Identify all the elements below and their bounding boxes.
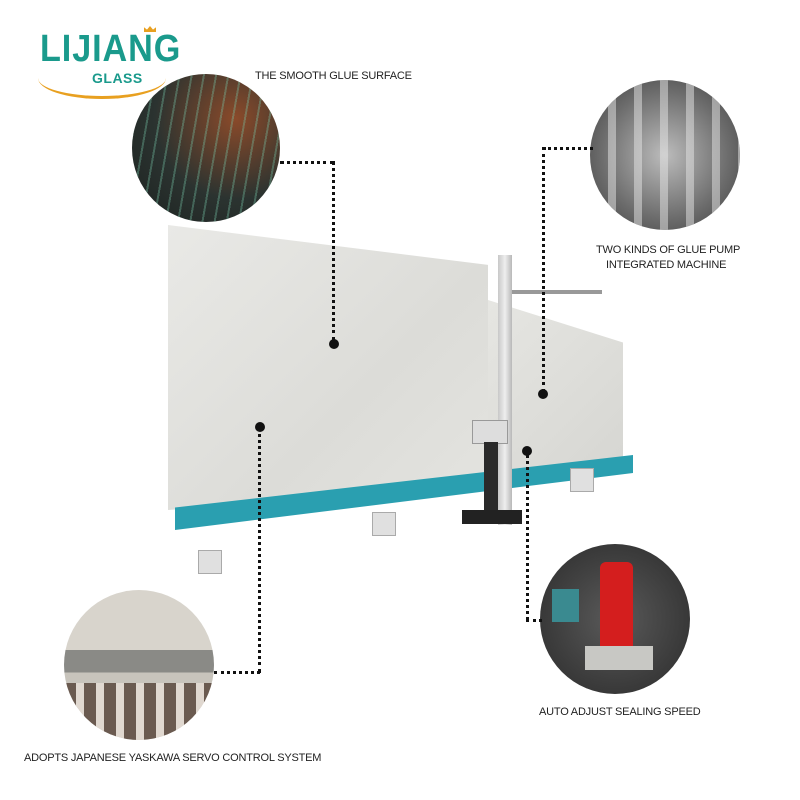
callout-line	[258, 427, 261, 673]
callout-marker	[255, 422, 265, 432]
glue-pump-photo	[590, 80, 740, 230]
crown-icon	[144, 26, 156, 32]
console-foot	[462, 510, 522, 524]
callout-line	[542, 147, 545, 392]
feature-label-glue-surface: THE SMOOTH GLUE SURFACE	[255, 70, 412, 82]
callout-line	[526, 619, 542, 622]
callout-marker	[538, 389, 548, 399]
callout-line	[543, 147, 593, 150]
feature-label-sealing-speed: AUTO ADJUST SEALING SPEED	[539, 706, 701, 718]
brand-logo-text: LIJIANG	[40, 28, 182, 70]
glass-support-panel	[168, 225, 488, 510]
callout-line	[526, 455, 529, 620]
machine-leg	[372, 512, 396, 536]
control-cabinet-photo	[64, 590, 214, 740]
callout-marker	[329, 339, 339, 349]
callout-marker	[522, 446, 532, 456]
console-stand	[484, 442, 498, 512]
machine-leg	[198, 550, 222, 574]
feature-label-glue-pump-line2: INTEGRATED MACHINE	[606, 259, 727, 271]
hose-arm	[512, 290, 602, 294]
glue-surface-photo	[132, 74, 280, 222]
callout-line	[280, 161, 334, 164]
callout-line	[332, 161, 335, 341]
control-console	[472, 420, 508, 444]
feature-label-servo-control: ADOPTS JAPANESE YASKAWA SERVO CONTROL SY…	[24, 752, 322, 764]
logo-arc	[38, 74, 166, 99]
sealing-column	[498, 255, 512, 525]
machine-leg	[570, 468, 594, 492]
sealing-speed-photo	[540, 544, 690, 694]
feature-label-glue-pump-line1: TWO KINDS OF GLUE PUMP	[596, 244, 741, 256]
callout-line	[214, 671, 260, 674]
